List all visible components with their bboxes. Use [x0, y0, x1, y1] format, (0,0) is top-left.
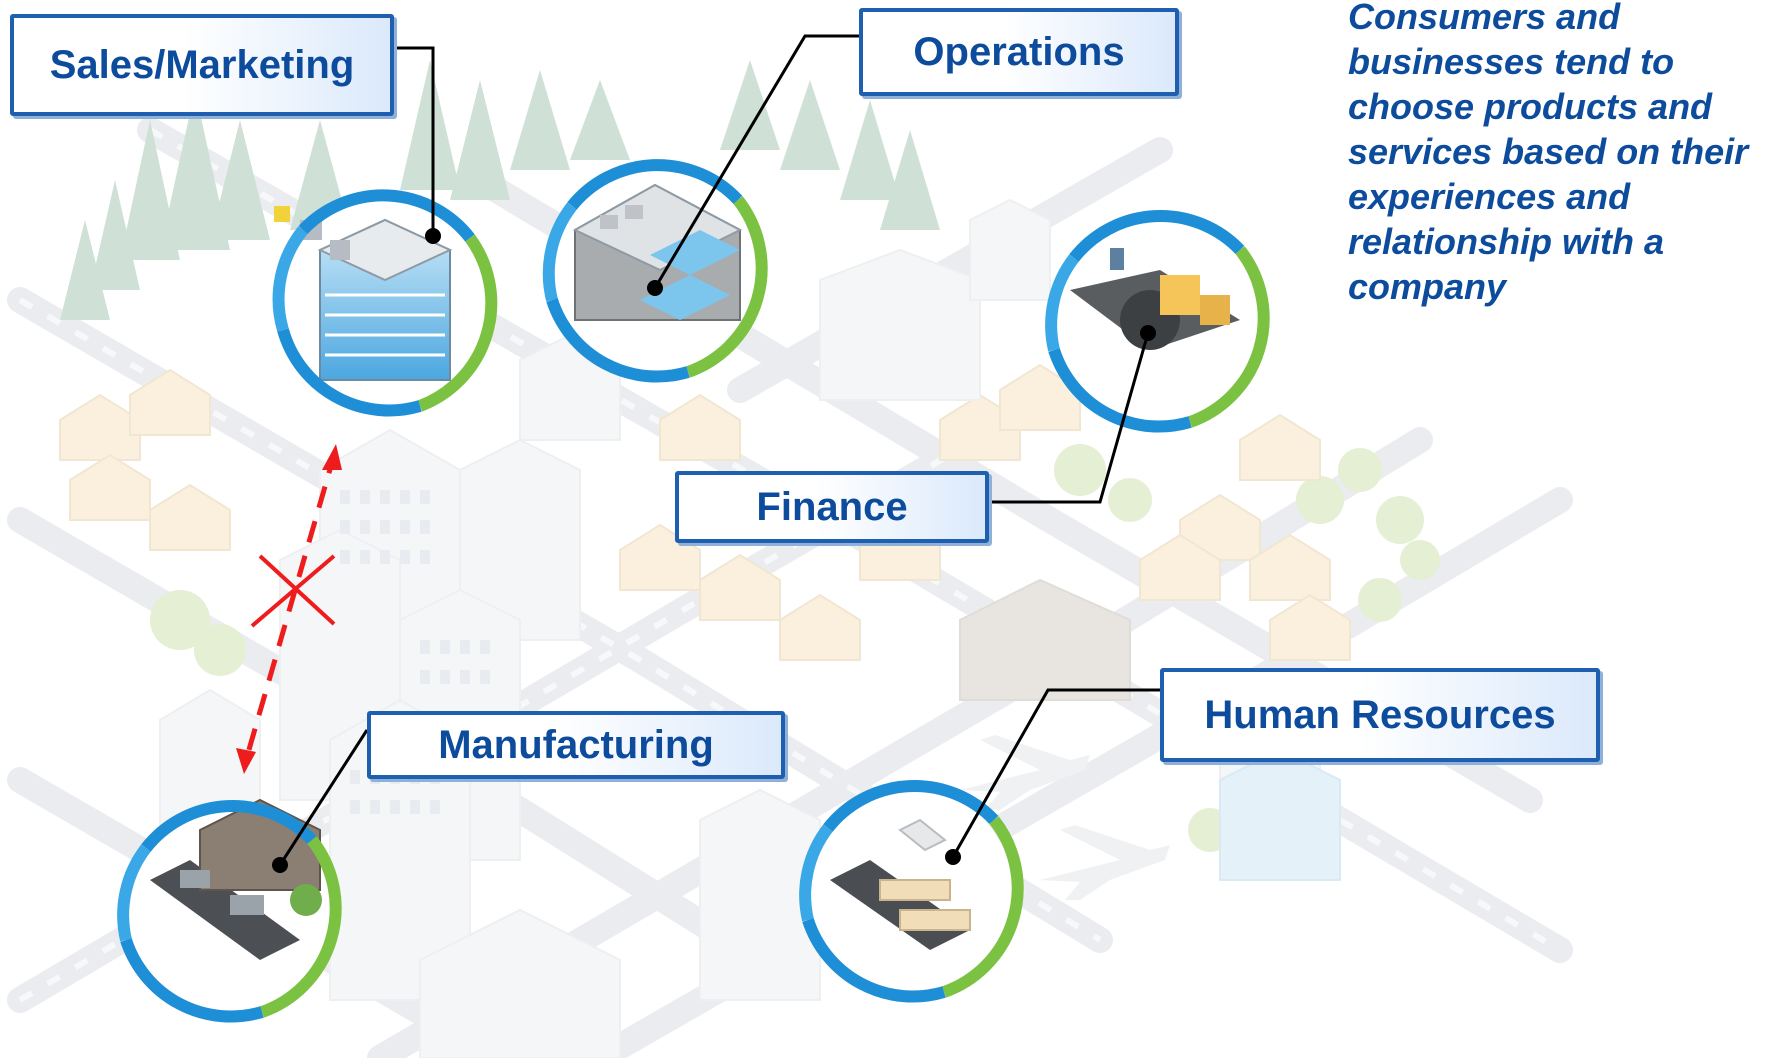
sales-marketing-text: Sales/Marketing	[49, 42, 355, 87]
operations-text: Operations	[913, 29, 1125, 74]
finance-text: Finance	[756, 484, 908, 529]
human-resources-text: Human Resources	[1204, 692, 1556, 737]
label-finance: Finance	[675, 471, 989, 543]
label-manufacturing: Manufacturing	[367, 711, 785, 779]
label-sales-marketing: Sales/Marketing	[10, 14, 394, 116]
label-human-resources: Human Resources	[1160, 668, 1600, 762]
label-operations: Operations	[859, 8, 1179, 96]
manufacturing-text: Manufacturing	[438, 722, 714, 767]
quote-text: Consumers and businesses tend to choose …	[1348, 0, 1749, 307]
